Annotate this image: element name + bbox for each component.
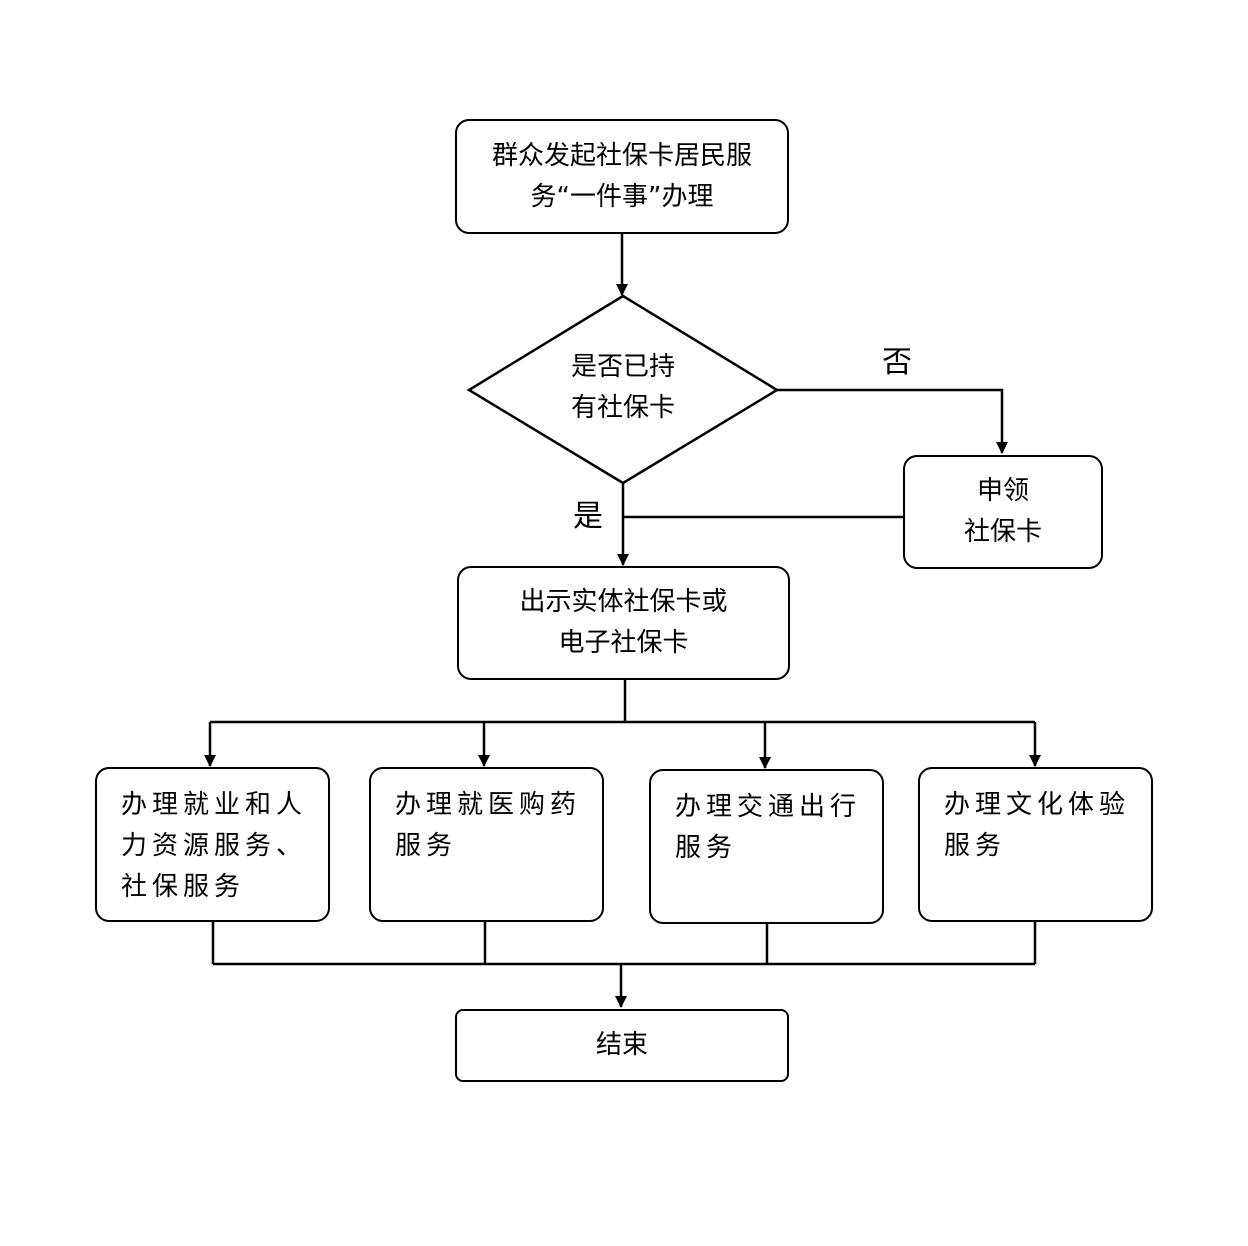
svc2-line-1: 办理就医购药 <box>395 790 582 820</box>
show-card-node: 出示实体社保卡或 电子社保卡 <box>457 566 790 680</box>
apply-card-node: 申领 社保卡 <box>903 455 1103 569</box>
edge-label-no: 否 <box>882 345 912 380</box>
svc1-line-1: 办理就业和人 <box>121 790 308 820</box>
arrow-no-to-apply <box>777 388 1008 454</box>
apply-line-2: 社保卡 <box>963 517 1042 547</box>
decision-line-2: 有社保卡 <box>570 393 675 423</box>
svc1-line-3: 社保服务 <box>121 872 246 902</box>
svc3-line-1: 办理交通出行 <box>675 792 862 822</box>
service-employment-node: 办理就业和人 力资源服务、 社保服务 <box>95 767 330 922</box>
svc1-line-2: 力资源服务、 <box>121 831 308 861</box>
svc2-line-2: 服务 <box>395 831 458 861</box>
service-culture-node: 办理文化体验 服务 <box>918 767 1153 922</box>
service-medical-node: 办理就医购药 服务 <box>369 767 604 922</box>
svc3-line-2: 服务 <box>675 833 738 863</box>
start-line-1: 群众发起社保卡居民服 <box>491 140 752 171</box>
apply-line-1: 申领 <box>976 476 1029 506</box>
start-node: 群众发起社保卡居民服 务“一件事”办理 <box>455 119 789 234</box>
show-line-1: 出示实体社保卡或 <box>519 587 728 617</box>
end-node: 结束 <box>455 1009 789 1082</box>
svc4-line-1: 办理文化体验 <box>944 790 1131 820</box>
decision-line-1: 是否已持 <box>570 352 675 382</box>
show-line-2: 电子社保卡 <box>558 628 689 658</box>
svc4-line-2: 服务 <box>944 831 1007 861</box>
start-line-2: 务“一件事”办理 <box>530 181 714 212</box>
decision-label: 是否已持 有社保卡 <box>523 347 723 429</box>
service-transport-node: 办理交通出行 服务 <box>649 769 884 924</box>
end-label: 结束 <box>595 1030 648 1060</box>
edge-label-yes: 是 <box>573 499 603 534</box>
